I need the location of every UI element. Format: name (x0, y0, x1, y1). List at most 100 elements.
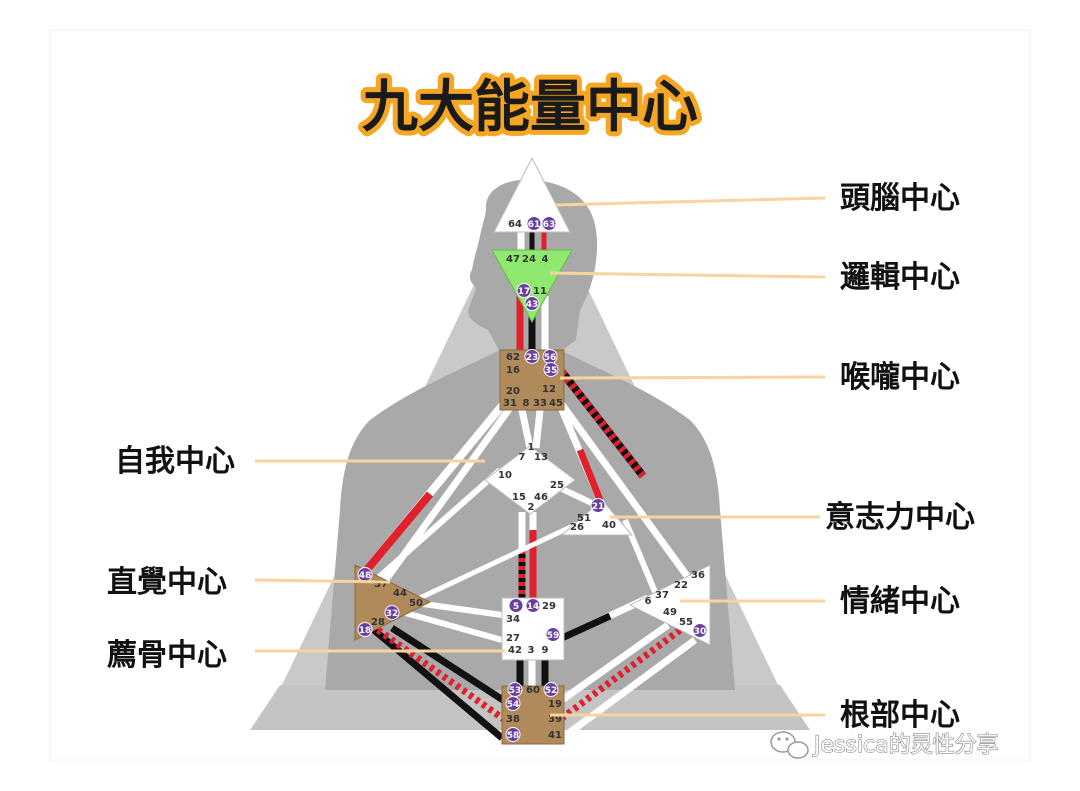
gate-31: 31 (503, 398, 517, 409)
gate-38: 38 (506, 714, 520, 725)
gate-11: 11 (533, 286, 547, 297)
gate-63-marker (541, 216, 557, 231)
gate-29: 29 (542, 601, 556, 612)
gate-54: 54 (507, 700, 520, 710)
gate-45: 45 (549, 398, 563, 409)
gate-5: 5 (513, 602, 519, 612)
gate-61-marker (526, 216, 542, 231)
gate-54-marker (505, 696, 521, 711)
gate-32: 32 (386, 609, 399, 619)
g-center (484, 445, 576, 515)
gate-16: 16 (506, 365, 520, 376)
gate-33: 33 (533, 398, 547, 409)
gate-2: 2 (528, 502, 535, 513)
gate-3: 3 (528, 645, 535, 656)
gate-18: 18 (359, 626, 372, 636)
label-head: 頭腦中心 (840, 181, 960, 216)
diagram-title: 九大能量中心 (362, 75, 698, 140)
center-labels: 頭腦中心 邏輯中心 喉嚨中心 自我中心 意志力中心 直覺中心 情緒中心 薦骨中心… (107, 181, 975, 733)
gate-4: 4 (542, 254, 549, 265)
gate-52: 52 (545, 686, 558, 696)
gate-53: 53 (509, 686, 522, 696)
watermark: Jessica的灵性分享 (770, 731, 999, 759)
gate-7: 7 (519, 452, 526, 463)
gate-57: 57 (374, 579, 388, 590)
gate-14-marker (525, 598, 541, 613)
gate-35-marker (543, 362, 559, 377)
gate-52-marker (543, 682, 559, 697)
gate-22: 22 (674, 580, 688, 591)
gate-59: 59 (547, 631, 560, 641)
centers (354, 156, 711, 745)
gate-10: 10 (498, 470, 512, 481)
gate-9: 9 (542, 645, 549, 656)
gate-14: 14 (527, 602, 540, 612)
gate-55: 55 (679, 617, 693, 628)
gate-36: 36 (691, 570, 705, 581)
gate-50: 50 (409, 598, 423, 609)
gate-58-marker (505, 727, 521, 742)
gate-15: 15 (512, 492, 526, 503)
gate-23: 23 (526, 353, 539, 363)
gate-19: 19 (548, 699, 562, 710)
gate-61: 61 (528, 220, 541, 230)
gate-41: 41 (548, 730, 562, 741)
gate-60: 60 (526, 685, 540, 696)
gate-8: 8 (523, 398, 530, 409)
gate-13: 13 (534, 452, 548, 463)
gate-35: 35 (545, 366, 558, 376)
label-sacral: 薦骨中心 (107, 638, 227, 673)
watermark-text: Jessica的灵性分享 (812, 733, 999, 758)
gate-43-marker (524, 296, 540, 311)
gate-21-marker (590, 498, 606, 513)
gate-49: 49 (663, 607, 677, 618)
ajna-center (491, 249, 573, 324)
gate-6: 6 (645, 596, 652, 607)
gate-12: 12 (542, 384, 556, 395)
gate-24: 24 (522, 254, 536, 265)
gate-40: 40 (602, 520, 616, 531)
label-solar: 情緒中心 (840, 584, 960, 619)
label-root: 根部中心 (840, 698, 960, 733)
gate-37: 37 (655, 590, 669, 601)
label-throat: 喉嚨中心 (840, 360, 960, 395)
gate-42: 42 (508, 645, 522, 656)
solar-center (628, 564, 711, 646)
gate-20: 20 (506, 386, 520, 397)
gate-30-marker (692, 623, 708, 638)
gate-1: 1 (528, 442, 535, 453)
gate-51: 51 (577, 513, 591, 524)
gate-64: 64 (508, 219, 522, 230)
gate-28: 28 (371, 617, 385, 628)
gate-44: 44 (393, 588, 407, 599)
gate-25: 25 (550, 480, 564, 491)
wechat-icon (770, 731, 809, 759)
gate-30: 30 (694, 627, 707, 637)
gate-18-marker (357, 622, 373, 637)
gate-58: 58 (507, 731, 520, 741)
gate-21: 21 (592, 502, 605, 512)
pointer-lines (254, 196, 826, 717)
label-spleen: 直覺中心 (107, 565, 227, 600)
gate-17-marker (516, 283, 532, 298)
gate-46: 46 (534, 492, 548, 503)
gate-27: 27 (506, 633, 520, 644)
gate-17: 17 (518, 287, 531, 297)
gate-34: 34 (506, 614, 520, 625)
gate-47: 47 (506, 254, 520, 265)
label-g: 自我中心 (115, 444, 235, 479)
gate-5-marker (508, 598, 524, 613)
label-ajna: 邏輯中心 (840, 260, 960, 295)
gate-23-marker (524, 349, 540, 364)
gate-43: 43 (526, 300, 539, 310)
gate-26: 26 (570, 522, 584, 533)
gate-63: 63 (543, 220, 556, 230)
gate-48: 48 (359, 571, 372, 581)
gate-56: 56 (544, 353, 557, 363)
gate-39: 39 (548, 714, 562, 725)
gate-62: 62 (506, 352, 520, 363)
gate-59-marker (545, 627, 561, 642)
label-heart: 意志力中心 (825, 500, 975, 535)
